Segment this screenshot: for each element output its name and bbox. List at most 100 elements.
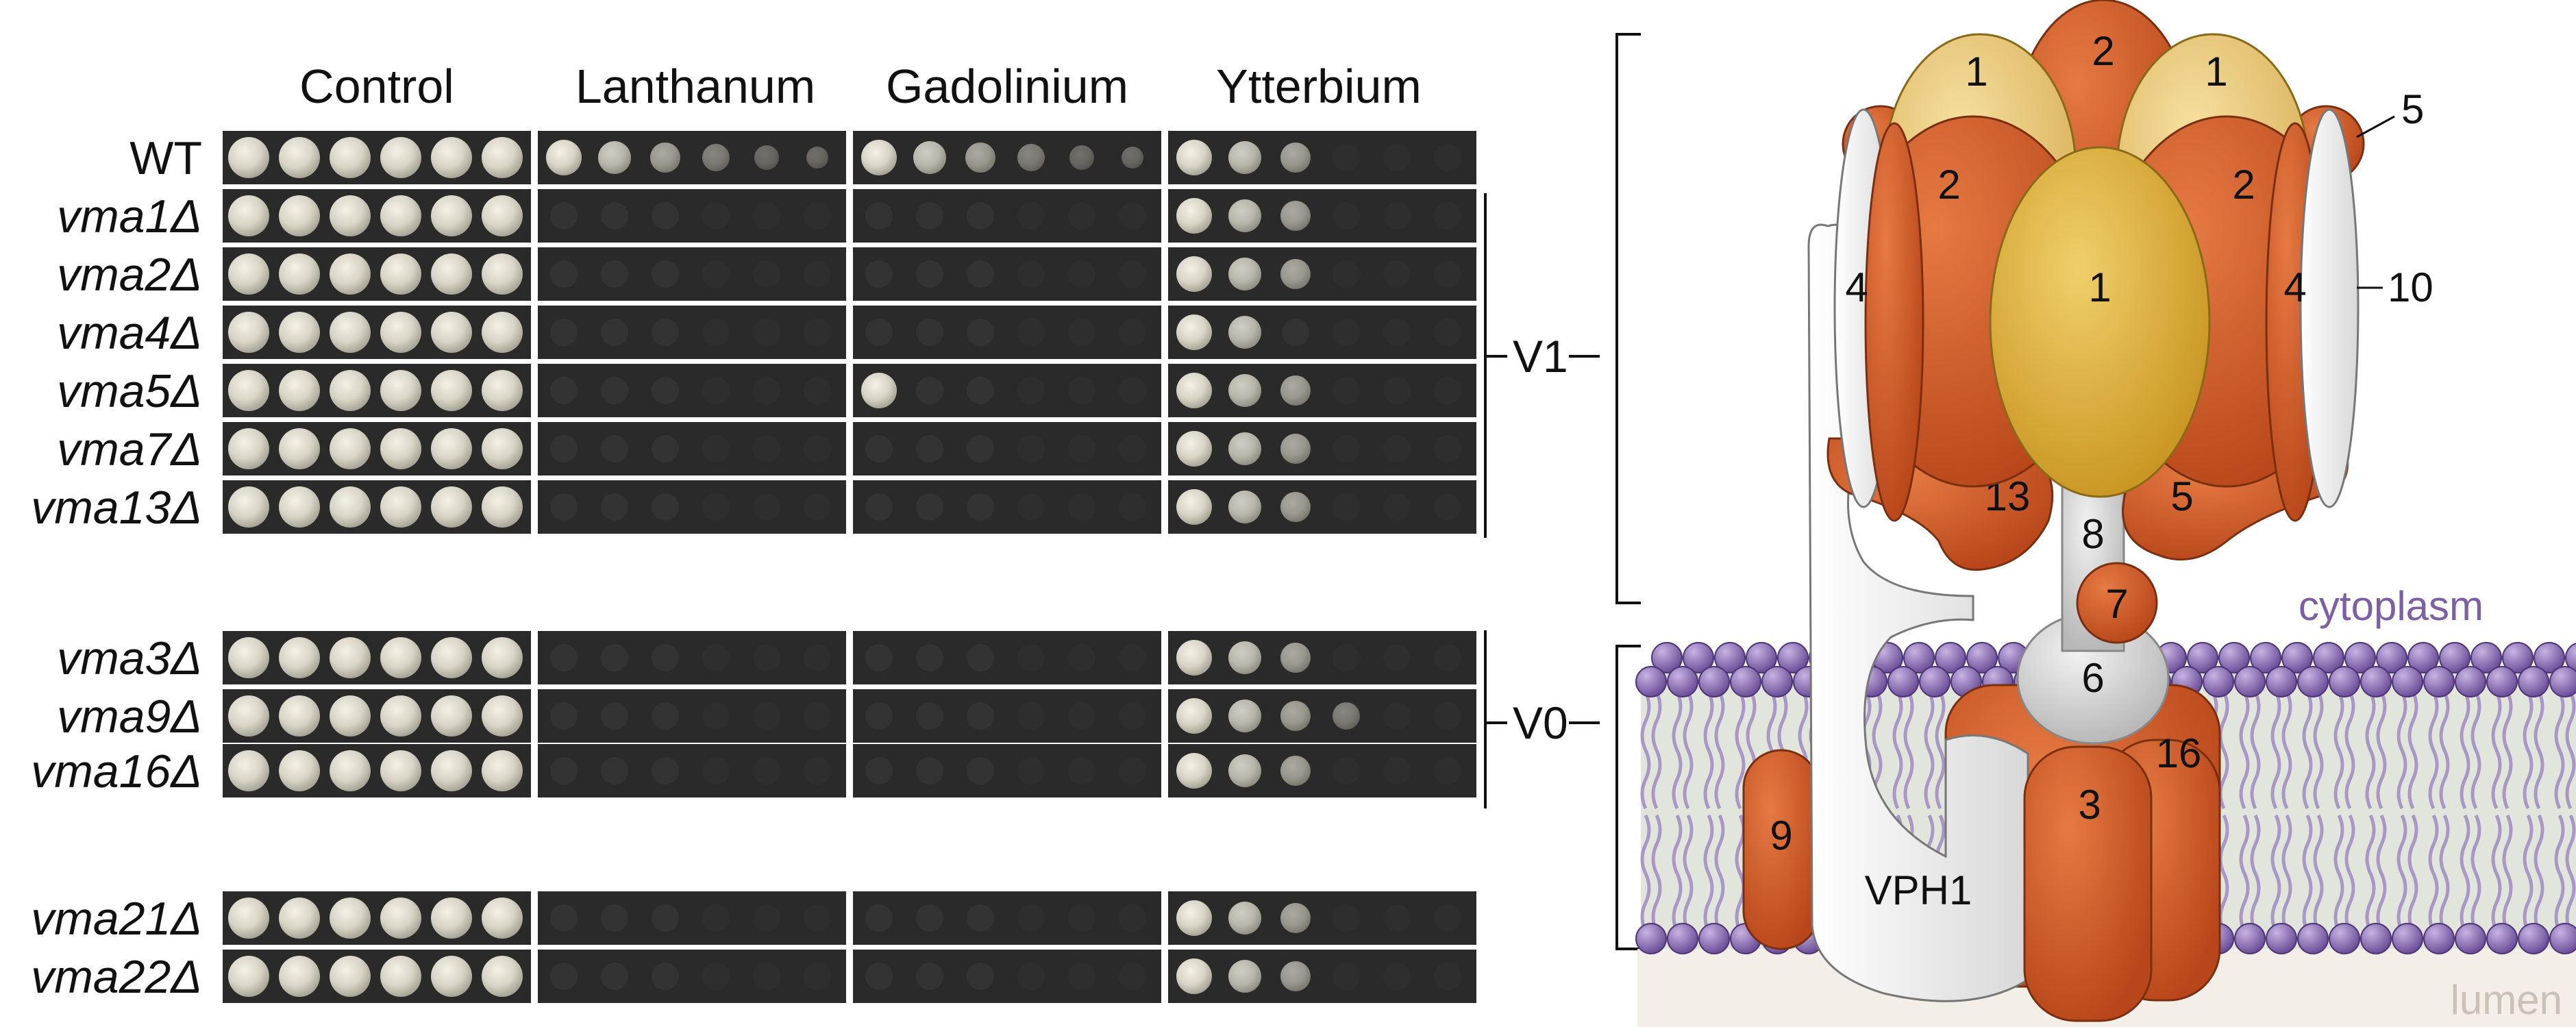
lipid-tail [2428,691,2439,810]
colony-spot [1068,493,1095,521]
lipid-tail [1892,691,1903,810]
colony-spot [598,141,631,174]
colony-spot [1434,435,1461,462]
colony-spot [967,435,994,462]
colony-spot [753,319,780,346]
colony-spot [482,637,523,678]
subunit-1-top-left-label: 1 [1965,49,1987,95]
lipid-head [1698,666,1730,697]
strain-label: WT [129,132,202,184]
lipid-tail [2554,691,2565,810]
plate-row [1168,131,1476,184]
lumen-label: lumen [2451,977,2562,1023]
colony-spot [330,898,371,939]
colony-spot [1017,493,1045,521]
colony-spot [546,140,582,175]
colony-spot [279,956,320,997]
colony-spot [1068,963,1095,990]
lipid-head [2486,666,2518,697]
colony-spot [482,137,523,178]
colony-spot [1228,141,1261,174]
lipid-tail [1714,814,1725,933]
plate-row [538,131,846,184]
colony-spot [1228,700,1261,732]
colony-spot [1434,702,1461,730]
plate-row [223,189,531,243]
colony-spot [550,757,578,784]
colony-spot [228,428,269,469]
lipid-head [1667,923,1698,954]
strain-label: vma21Δ [31,893,202,945]
colony-spot [1119,435,1146,462]
colony-spot [228,195,269,236]
colony-spot [1017,644,1045,671]
plate-row [223,306,531,359]
colony-spot [804,493,831,521]
lipid-head [2360,666,2392,697]
lipid-head [2297,923,2329,954]
lipid-tail [1683,691,1694,810]
colony-spot [330,956,371,997]
lipid-head [2329,923,2360,954]
colony-spot [753,260,780,288]
colony-spot [916,202,943,230]
lipid-head [2234,666,2266,697]
strain-label: vma13Δ [31,482,202,534]
colony-spot [1119,757,1146,784]
plate-row [223,631,531,684]
lipid-tail [2523,814,2534,933]
colony-spot [804,260,831,288]
colony-spot [753,963,780,990]
colony-spot [1383,202,1411,230]
colony-spot [330,137,371,178]
lipid-tail [1935,691,1946,810]
colony-spot [865,319,893,346]
subunit-8-label: 8 [2081,511,2104,557]
colony-spot [1228,199,1261,232]
plate-row [853,422,1161,475]
colony-spot [967,702,994,730]
colony-spot [1333,377,1360,404]
colony-spot [1176,753,1212,789]
colony-spot [1228,960,1261,993]
lipid-head [1714,642,1746,673]
lipid-head [2376,642,2407,673]
subunit-16-label: 16 [2156,730,2202,776]
plate-row [538,422,846,475]
plate-row [538,950,846,1003]
colony-spot [228,956,269,997]
colony-spot [1068,904,1095,932]
plate-row [538,480,846,534]
strain-label: vma5Δ [57,365,202,417]
colony-spot [1280,434,1311,464]
lipid-tail [2407,691,2418,810]
plate-row [223,744,531,797]
colony-spot [431,195,472,236]
colony-spot [380,137,421,178]
lipid-head [1887,666,1919,697]
colony-spot [967,904,994,932]
colony-spot [1069,145,1094,170]
colony-spot [279,486,320,528]
colony-spot [1228,374,1261,407]
subunit-3 [2023,745,2153,1022]
colony-spot [1280,375,1311,406]
colony-spot [1176,198,1212,234]
colony-spot [753,904,780,932]
plate-row [853,189,1161,243]
colony-spot [1017,144,1045,171]
colony-spot [804,202,831,230]
plate-row [1168,422,1476,475]
plate-row [853,131,1161,184]
colony-spot [865,260,893,288]
colony-spot [380,195,421,236]
colony-spot [1333,202,1360,230]
colony-spot [1280,643,1311,673]
colony-spot [804,757,831,784]
colony-spot [702,904,730,932]
colony-spot [967,260,994,288]
colony-spot [1434,202,1461,230]
colony-spot [380,898,421,939]
colony-spot [1228,902,1261,935]
colony-spot [1280,143,1311,173]
